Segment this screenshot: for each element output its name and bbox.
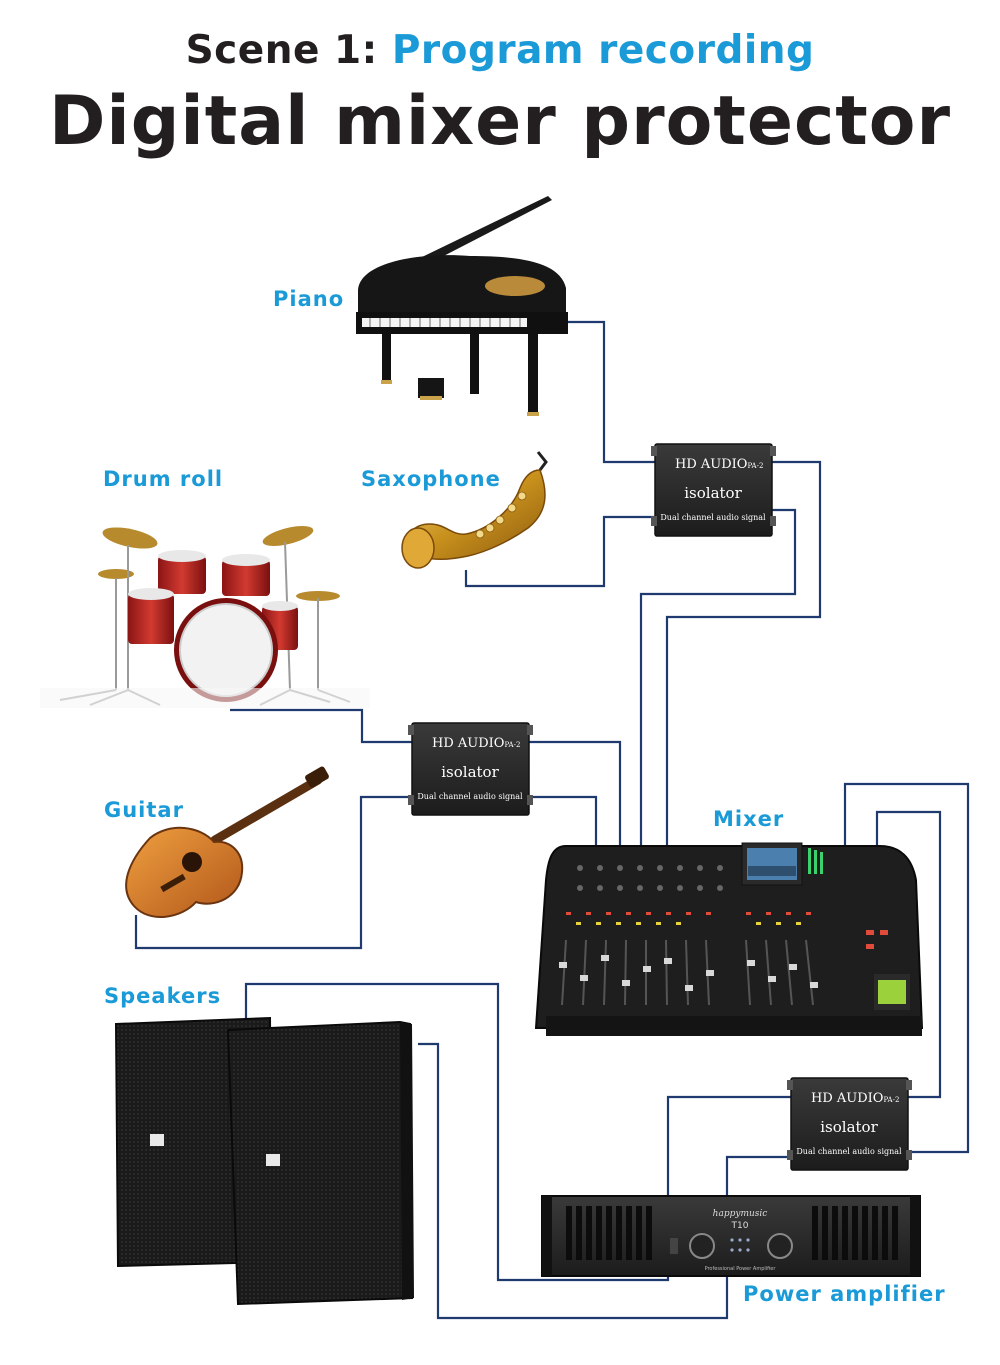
scene-subtitle: Scene 1: Program recording (0, 28, 1000, 73)
cable-mixer-isolator3-a (843, 782, 970, 1154)
isolator-3-brand: HD AUDIO (811, 1091, 883, 1106)
isolator-2-brand: HD AUDIO (432, 736, 504, 751)
isolator-2: HD AUDIOPA-2 isolator Dual channel audio… (408, 722, 533, 816)
cable-drum-isolator (230, 708, 412, 744)
isolator-3-model: PA-2 (883, 1096, 899, 1104)
drum-kit-image (40, 526, 370, 708)
isolator-1-model: PA-2 (747, 462, 763, 470)
speakers-image (114, 1016, 414, 1306)
isolator-2-subtitle: Dual channel audio signal (417, 792, 523, 801)
isolator-3: HD AUDIOPA-2 isolator Dual channel audio… (787, 1077, 912, 1171)
cable-piano-isolator (560, 320, 655, 464)
label-speakers: Speakers (104, 984, 222, 1008)
isolator-2-name: isolator (441, 763, 499, 781)
isolator-3-name: isolator (820, 1118, 878, 1136)
cable-isolator2-mixer-b (528, 795, 598, 848)
isolator-2-model: PA-2 (504, 741, 520, 749)
power-amplifier-image: happymusic T10 Professional Power Amplif… (541, 1195, 921, 1277)
piano-image (356, 196, 568, 416)
scene-highlight: Program recording (391, 28, 815, 73)
isolator-1-brand: HD AUDIO (675, 457, 747, 472)
amplifier-brand: happymusic (713, 1209, 768, 1219)
isolator-3-subtitle: Dual channel audio signal (796, 1147, 902, 1156)
amplifier-model: T10 (731, 1221, 749, 1231)
cable-isolator1-mixer-b (639, 508, 797, 848)
isolator-1-name: isolator (684, 484, 742, 502)
svg-text:HD AUDIOPA-2: HD AUDIOPA-2 (811, 1091, 899, 1106)
svg-text:HD AUDIOPA-2: HD AUDIOPA-2 (675, 457, 763, 472)
cable-guitar-isolator (134, 795, 412, 950)
cable-mixer-isolator3-b (875, 810, 942, 1099)
isolator-1-subtitle: Dual channel audio signal (660, 513, 766, 522)
label-saxophone: Saxophone (361, 467, 501, 491)
cable-isolator3-amp-a (244, 982, 792, 1282)
svg-text:HD AUDIOPA-2: HD AUDIOPA-2 (432, 736, 520, 751)
label-piano: Piano (273, 287, 345, 311)
cable-isolator3-amp-b (418, 1042, 792, 1320)
cable-isolator1-mixer-a (665, 460, 822, 848)
scene-prefix: Scene 1: (185, 28, 392, 73)
cables (134, 320, 970, 1320)
saxophone-image (401, 451, 548, 569)
label-power-amplifier: Power amplifier (743, 1282, 946, 1306)
cable-sax-isolator (464, 515, 655, 588)
isolator-1: HD AUDIOPA-2 isolator Dual channel audio… (651, 443, 776, 537)
page-title: Digital mixer protector (48, 82, 952, 161)
mixer-image (534, 842, 924, 1036)
label-drum-roll: Drum roll (103, 467, 224, 491)
label-guitar: Guitar (104, 798, 184, 822)
cable-isolator2-mixer-a (528, 740, 622, 848)
label-mixer: Mixer (713, 807, 785, 831)
amplifier-caption: Professional Power Amplifier (705, 1266, 777, 1272)
guitar-image (125, 766, 329, 919)
